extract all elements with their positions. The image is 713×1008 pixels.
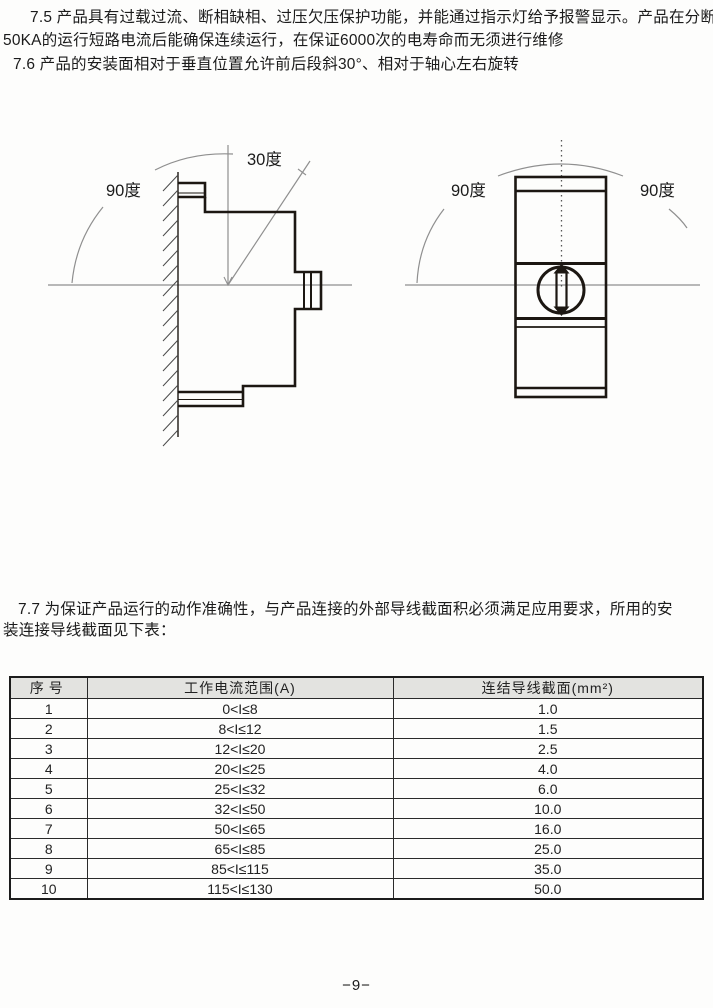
cell-current-range: 12<I≤20	[86, 738, 394, 759]
paragraph-7-5-line-1: 7.5 产品具有过载过流、断相缺相、过压欠压保护功能，并能通过指示灯给予报警显示…	[30, 9, 713, 26]
cell-current-range: 65<I≤85	[86, 838, 394, 859]
table-header-row: 序号 工作电流范围(A) 连结导线截面(mm²)	[9, 676, 704, 699]
cell-serial: 10	[9, 878, 88, 900]
right-arc-90-deg	[668, 208, 688, 229]
col-header-serial: 序号	[9, 676, 88, 699]
cell-current-range: 115<I≤130	[86, 878, 394, 900]
cell-wire-section: 4.0	[392, 758, 704, 779]
cell-wire-section: 1.0	[392, 698, 704, 719]
cell-current-range: 32<I≤50	[86, 798, 394, 819]
cell-wire-section: 16.0	[392, 818, 704, 839]
cell-wire-section: 50.0	[392, 878, 704, 900]
top-rotation-arc	[497, 163, 624, 177]
table-row: 2 8<I≤12 1.5	[9, 718, 704, 739]
cell-current-range: 85<I≤115	[86, 858, 394, 879]
cell-current-range: 25<I≤32	[86, 778, 394, 799]
cell-wire-section: 25.0	[392, 838, 704, 859]
cell-serial: 2	[9, 718, 88, 739]
installation-angle-diagrams: 90度 30度 90度 90度	[48, 140, 700, 447]
cell-serial: 8	[9, 838, 88, 859]
table-row: 3 12<I≤20 2.5	[9, 738, 704, 759]
table-row: 5 25<I≤32 6.0	[9, 778, 704, 799]
side-view-diagram: 90度 30度	[48, 145, 352, 447]
front-view-diagram: 90度 90度	[405, 140, 700, 399]
tilt-30-line	[227, 160, 311, 286]
cell-wire-section: 1.5	[392, 718, 704, 739]
cell-wire-section: 2.5	[392, 738, 704, 759]
label-90-deg: 90度	[106, 181, 141, 200]
table-row: 9 85<I≤115 35.0	[9, 858, 704, 879]
cell-current-range: 50<I≤65	[86, 818, 394, 839]
cell-current-range: 0<I≤8	[86, 698, 394, 719]
paragraph-7-7-line-2: 装连接导线截面见下表：	[3, 622, 176, 639]
knob-handle-top-arrow	[553, 263, 570, 274]
cell-current-range: 8<I≤12	[86, 718, 394, 739]
table-row: 1 0<I≤8 1.0	[9, 698, 704, 719]
col-header-current-range: 工作电流范围(A)	[86, 676, 394, 699]
cell-serial: 6	[9, 798, 88, 819]
wire-size-table: 序号 工作电流范围(A) 连结导线截面(mm²) 1 0<I≤8 1.0 2 8…	[9, 676, 704, 900]
breaker-top-tab-outline	[178, 181, 207, 199]
cell-wire-section: 6.0	[392, 778, 704, 799]
arc-30-deg	[154, 153, 234, 171]
table-row: 7 50<I≤65 16.0	[9, 818, 704, 839]
cell-serial: 1	[9, 698, 88, 719]
left-arc-90-deg	[416, 208, 445, 284]
arc-90-deg	[71, 206, 104, 284]
cell-serial: 9	[9, 858, 88, 879]
cell-wire-section: 35.0	[392, 858, 704, 879]
label-90-deg-left: 90度	[451, 181, 486, 200]
col-header-wire-cross-section: 连结导线截面(mm²)	[392, 676, 704, 699]
label-90-deg-right: 90度	[640, 181, 675, 200]
table-row: 4 20<I≤25 4.0	[9, 758, 704, 779]
cell-wire-section: 10.0	[392, 798, 704, 819]
cell-serial: 5	[9, 778, 88, 799]
terminal-block-lines	[303, 272, 312, 309]
table-row: 8 65<I≤85 25.0	[9, 838, 704, 859]
paragraph-7-5-line-2: 50KA的运行短路电流后能确保连续运行，在保证6000次的电寿命而无须进行维修	[3, 32, 564, 49]
front-body-outline	[514, 175, 608, 399]
page-number: −9−	[342, 977, 371, 994]
paragraph-7-6-line-1: 7.6 产品的安装面相对于垂直位置允许前后段斜30°、相对于轴心左右旋转	[13, 56, 519, 73]
knob-handle-bottom-arrow	[553, 306, 570, 316]
cell-serial: 3	[9, 738, 88, 759]
table-row: 6 32<I≤50 10.0	[9, 798, 704, 819]
cell-serial: 4	[9, 758, 88, 779]
wall-hatching	[162, 174, 179, 447]
table-row: 10 115<I≤130 50.0	[9, 878, 704, 900]
knob-circle	[536, 265, 586, 315]
tilt-line-tick	[297, 168, 307, 176]
knob-handle-bars	[555, 272, 568, 307]
cell-current-range: 20<I≤25	[86, 758, 394, 779]
cell-serial: 7	[9, 818, 88, 839]
label-30-deg: 30度	[247, 150, 282, 169]
breaker-side-outline	[178, 197, 323, 408]
paragraph-7-7-line-1: 7.7 为保证产品运行的动作准确性，与产品连接的外部导线截面积必须满足应用要求，…	[18, 601, 673, 618]
